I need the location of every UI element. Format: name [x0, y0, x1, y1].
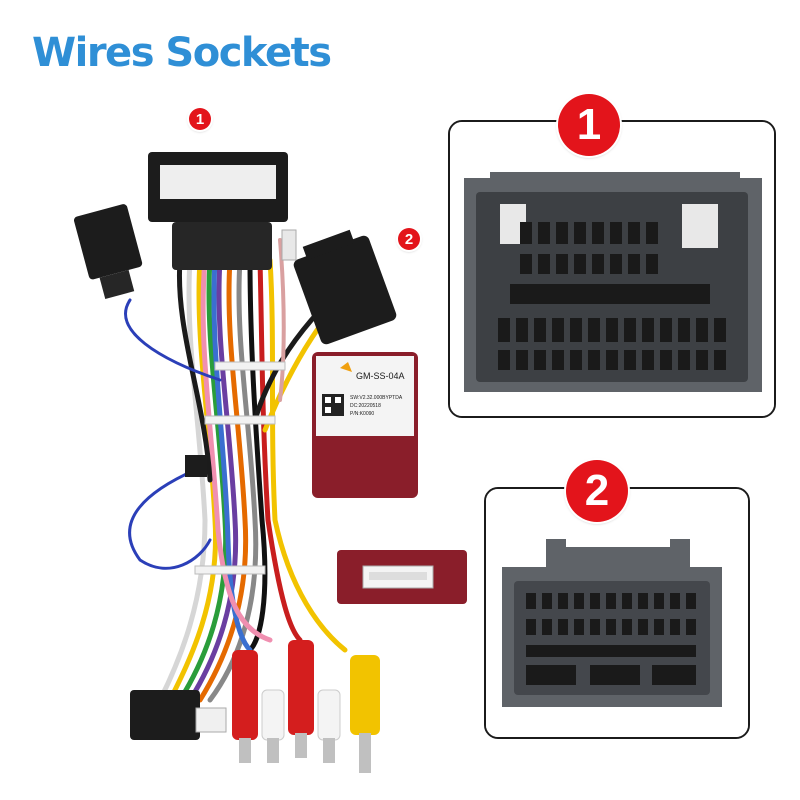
wire-harness-image: [73, 152, 397, 773]
socket-1-image: [450, 122, 774, 416]
rca-plug-white-2: [317, 689, 341, 763]
wire-bundle: [124, 238, 348, 703]
decoder-box: [312, 352, 418, 498]
callout-badge-1: 1: [189, 108, 211, 130]
bottom-connector: [130, 690, 200, 740]
decoder-date-code: DC:20220518: [350, 403, 381, 409]
white-plug: [195, 707, 227, 733]
socket-1-closeup: [448, 120, 776, 418]
decoder-part-number: P/N:K0090: [350, 411, 375, 417]
decoder-software-version: SW:V2.32.000BYPTDA: [350, 395, 403, 401]
socket-2-badge: 2: [566, 460, 628, 522]
rca-plug-white-1: [261, 689, 285, 763]
socket-2-image: [486, 489, 748, 737]
cable-tie: [214, 361, 286, 371]
socket-1-badge: 1: [558, 94, 620, 156]
socket-2-pins: [526, 593, 696, 685]
harness-connector-side: [73, 204, 143, 299]
harness-connector-2: [293, 229, 397, 345]
decoder-model: GM-SS-04A: [356, 371, 405, 381]
harness-connector-1: [148, 152, 288, 270]
cable-tie: [204, 415, 276, 425]
socket-1-pins: [498, 222, 726, 370]
rca-plug-red-right: [288, 640, 314, 758]
page-title: Wires Sockets: [32, 30, 332, 76]
rca-plug-red-left: [232, 650, 258, 763]
rca-plug-yellow: [350, 655, 380, 773]
decoder-logo: [340, 362, 352, 372]
decoder-end-view: [337, 550, 467, 604]
white-plug: [281, 229, 297, 261]
cable-tie: [194, 565, 266, 575]
socket-latch: [682, 204, 718, 248]
small-plug: [185, 455, 207, 477]
socket-2-closeup: [484, 487, 750, 739]
callout-badge-2: 2: [398, 228, 420, 250]
